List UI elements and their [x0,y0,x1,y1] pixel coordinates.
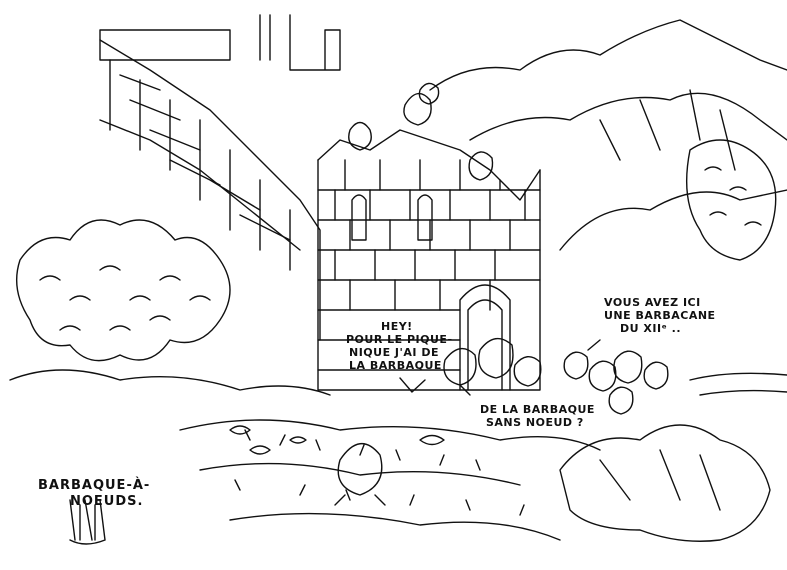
speech-pointer-hey [399,377,426,393]
caption-line-2: NOEUDS. [70,494,144,509]
speech-sans-noeud-line-1: DE LA BARBAQUE [480,403,595,416]
creature-top-1 [348,121,372,151]
mountain-slope [559,189,787,251]
distant-castle [259,14,341,71]
creature-top-4 [418,82,440,105]
speech-guide-line-3: DU XIIᵉ .. [620,322,682,335]
speech-guide-line-1: VOUS AVEZ ICI [604,296,701,309]
tower-window-left [351,194,367,241]
trees-right [686,139,777,261]
rocks-right [559,424,771,542]
bushes-left [15,219,231,362]
mountain-ridge [429,19,787,91]
ground [179,419,601,451]
speech-pointer-sans-noeud [459,384,471,396]
speech-hey-line-1: HEY! [381,320,413,333]
signature-scribble [69,499,106,545]
creature-group-door [443,337,542,387]
speech-hey: HEY! POUR LE PIQUE- NIQUE J'AI DE LA BAR… [346,320,453,372]
speech-guide-line-2: UNE BARBACANE [604,309,716,322]
speech-hey-line-4: LA BARBAQUE [349,359,442,372]
creature-top-2 [403,92,432,126]
speech-sans-noeud: DE LA BARBAQUE SANS NOEUD ? [480,403,595,429]
speech-pointer-guide [587,339,601,351]
creature-foreground [334,443,386,506]
speech-sans-noeud-line-2: SANS NOEUD ? [486,416,584,429]
tower-doorway [459,284,511,391]
creature-group-right [563,350,669,415]
cartoon-caption: BARBAQUE-À- NOEUDS. [38,478,150,510]
speech-hey-line-3: NIQUE J'AI DE [349,346,439,359]
ruined-wall [99,39,321,341]
creature-top-3 [468,151,494,181]
mountain-ridge-2 [469,92,787,141]
caption-line-1: BARBAQUE-À- [38,478,151,493]
tower-window-right [417,194,433,241]
speech-hey-line-2: POUR LE PIQUE- [346,333,453,346]
river [689,372,787,396]
speech-guide: VOUS AVEZ ICI UNE BARBACANE DU XIIᵉ .. [604,296,716,335]
